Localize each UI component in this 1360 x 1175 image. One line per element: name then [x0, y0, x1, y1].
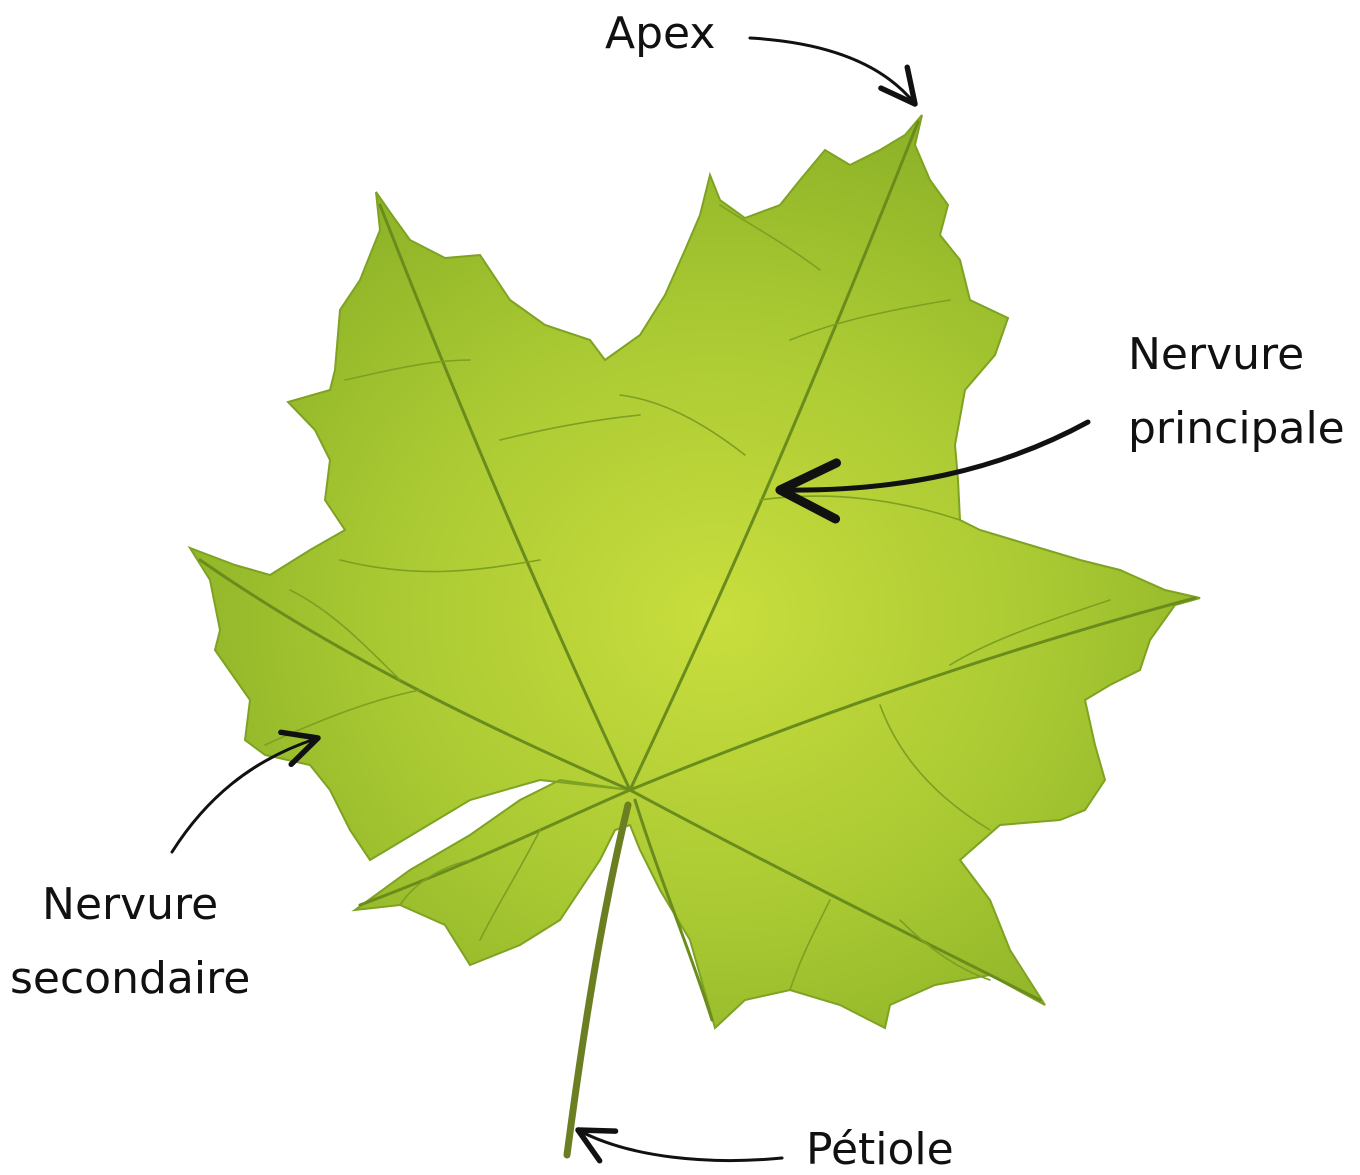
apex-label-text: Apex — [605, 12, 715, 56]
petiole-label: Pétiole — [806, 1128, 954, 1172]
apex-label: Apex — [605, 12, 715, 56]
arrow-petiole — [578, 1130, 782, 1161]
nervure-principale-label: Nervure principale — [1128, 318, 1345, 466]
arrow-apex — [750, 38, 915, 104]
nervure-secondaire-label: Nervure secondaire — [10, 868, 250, 1016]
petiole-label-text: Pétiole — [806, 1128, 954, 1172]
nervure-principale-line-2: principale — [1128, 392, 1345, 466]
nervure-secondaire-line-2: secondaire — [10, 942, 250, 1016]
nervure-principale-line-1: Nervure — [1128, 318, 1345, 392]
nervure-secondaire-line-1: Nervure — [10, 868, 250, 942]
leaf-blade — [190, 115, 1200, 1028]
